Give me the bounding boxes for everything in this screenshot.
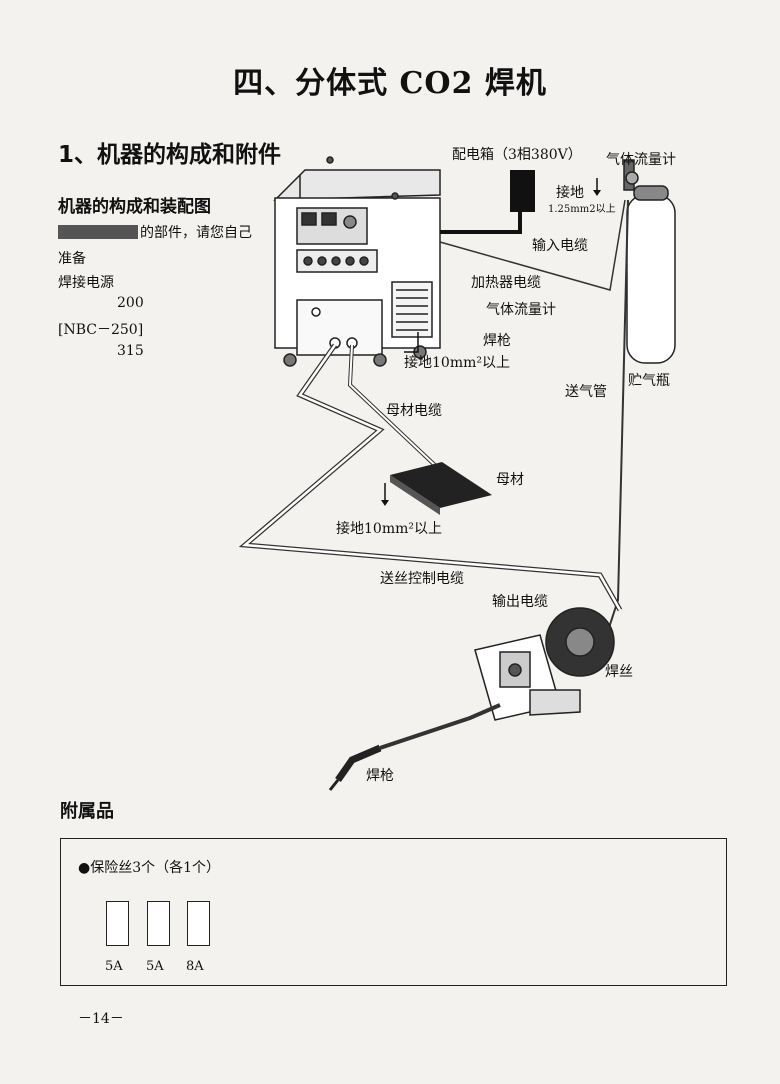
fuse-label: 5A [105, 959, 123, 974]
fuse-label: 8A [186, 959, 204, 974]
fuse-icon [187, 901, 210, 946]
subsection-heading: 机器的构成和装配图 [58, 197, 211, 217]
label-workpiece: 母材 [496, 472, 524, 488]
gas-hose-line [604, 199, 629, 641]
page-number: －14－ [78, 1011, 124, 1027]
fuse-description: ●保险丝3个（各1个） [78, 860, 221, 876]
label-input-cable: 输入电缆 [532, 238, 588, 254]
torch-body [335, 744, 382, 783]
label-torch-bottom: 焊枪 [366, 768, 394, 784]
fuse-icon [106, 901, 129, 946]
accessories-heading: 附属品 [60, 801, 114, 822]
label-gas-meter-mid: 气体流量计 [486, 302, 556, 318]
gas-cylinder [623, 159, 676, 364]
fuse-icon [147, 901, 170, 946]
label-gas-hose: 送气管 [565, 384, 607, 400]
ground-arrow-machine [404, 332, 419, 353]
label-cylinder: 贮气瓶 [628, 373, 670, 389]
power-value-315: 315 [117, 343, 144, 359]
label-output-cable: 输出电缆 [492, 594, 548, 610]
distribution-box [510, 170, 535, 212]
wire-feeder [474, 607, 615, 721]
label-ground-machine: 接地10mm²以上 [404, 355, 510, 371]
power-value-200: 200 [117, 295, 144, 311]
label-welding-wire: 焊丝 [605, 664, 633, 680]
label-distribution-box: 配电箱（3相380V） [452, 147, 582, 163]
note-line-2: 准备 [58, 251, 86, 267]
label-ground-workpiece: 接地10mm²以上 [336, 521, 442, 537]
label-workpiece-cable: 母材电缆 [386, 403, 442, 419]
section-heading: 1、机器的构成和附件 [58, 142, 282, 168]
power-source-unit [273, 156, 441, 367]
torch-cable-line [379, 703, 501, 750]
label-ground-top: 接地 [556, 185, 584, 201]
note-line-1: 的部件，请您自己 [58, 222, 252, 242]
redacted-mark [58, 225, 138, 239]
accessories-box: 5A 5A 8A [60, 838, 727, 986]
label-torch-top: 焊枪 [483, 333, 511, 349]
page-title: 四、分体式 CO2 焊机 [233, 66, 547, 101]
note-text: 的部件，请您自己 [140, 225, 252, 241]
power-label: 焊接电源 [58, 275, 114, 291]
input-cable-line [440, 212, 522, 234]
heater-cable-line [439, 199, 626, 291]
label-gas-meter-top: 气体流量计 [606, 152, 676, 168]
label-heater-cable: 加热器电缆 [471, 275, 541, 291]
label-ground-top-spec: 1.25mm2以上 [548, 204, 616, 215]
fuse-label: 5A [146, 959, 164, 974]
model-label: [NBC－250] [58, 322, 144, 338]
label-wire-feed-cable: 送丝控制电缆 [380, 571, 464, 587]
workpiece-plate [390, 462, 492, 515]
